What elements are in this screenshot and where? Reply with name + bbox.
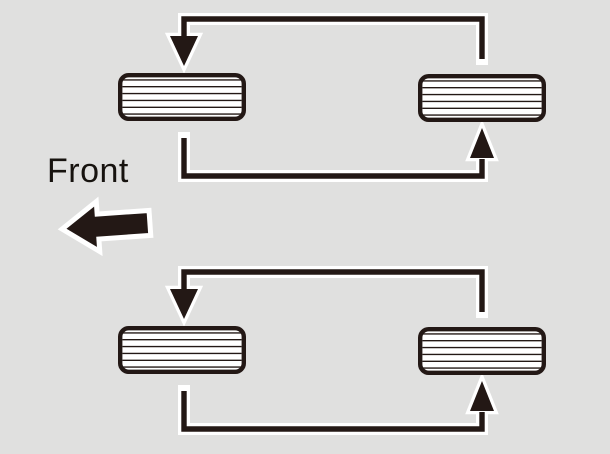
tire-top-left [120,75,244,119]
front-direction-left-arrow-icon [57,196,154,257]
tire-bottom-right [420,329,544,373]
tire-bottom-left [120,328,244,372]
front-indicator: Front [47,152,154,257]
front-label: Front [47,152,129,190]
tire-top-right [420,76,544,120]
